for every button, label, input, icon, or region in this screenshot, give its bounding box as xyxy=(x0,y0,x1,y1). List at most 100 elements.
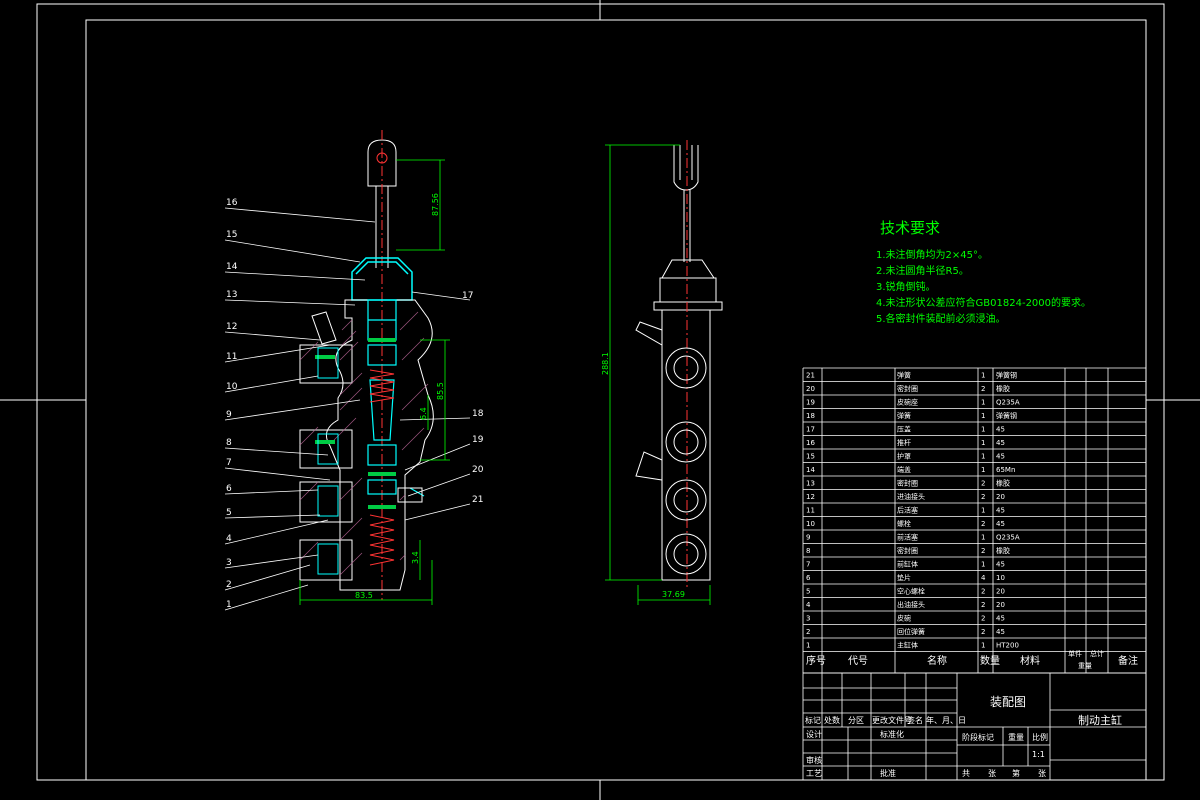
parts-cell: 19 xyxy=(806,399,815,407)
parts-cell: 密封圈 xyxy=(897,384,918,393)
parts-cell: 45 xyxy=(996,426,1005,434)
parts-cell: 橡胶 xyxy=(996,384,1010,393)
hdr-no: 序号 xyxy=(806,654,826,667)
stage-label: 阶段标记 xyxy=(962,732,994,742)
parts-cell: 弹簧 xyxy=(897,411,911,420)
dim-text: 6.4 xyxy=(419,407,428,420)
port-bosses xyxy=(665,347,707,575)
balloon: 11 xyxy=(226,352,237,362)
dim-text: 3.4 xyxy=(411,551,420,564)
parts-cell: 2 xyxy=(981,520,985,528)
parts-cell: 2 xyxy=(981,385,985,393)
parts-cell: 1 xyxy=(981,466,985,474)
parts-cell: 皮碗座 xyxy=(897,398,918,407)
parts-cell: 回位弹簧 xyxy=(897,627,925,636)
parts-cell: 护罩 xyxy=(897,452,911,461)
sheets: 共 xyxy=(962,769,970,778)
parts-cell: 4 xyxy=(806,601,811,609)
parts-cell: 1 xyxy=(981,412,985,420)
parts-cell: 9 xyxy=(806,534,810,542)
hdr-name: 名称 xyxy=(927,654,947,667)
parts-cell: 橡胶 xyxy=(996,546,1010,555)
review-label: 审核 xyxy=(806,755,822,765)
dim-text: 288.1 xyxy=(601,352,610,375)
springs xyxy=(369,369,395,566)
parts-cell: 后活塞 xyxy=(897,506,918,515)
parts-cell: 10 xyxy=(996,574,1005,582)
hdr-material: 材料 xyxy=(1020,654,1040,667)
row-label: 处数 xyxy=(824,715,840,725)
dim-text: 87.56 xyxy=(431,193,440,216)
bore-internals xyxy=(367,299,425,497)
parts-cell: 前活塞 xyxy=(897,533,918,542)
balloon: 6 xyxy=(226,484,232,494)
parts-cell: 65Mn xyxy=(996,466,1015,474)
design-label: 设计 xyxy=(806,729,822,739)
balloon: 20 xyxy=(472,465,484,475)
dim-text: 37.69 xyxy=(662,590,685,599)
weight-label: 重量 xyxy=(1008,732,1024,742)
parts-cell: 垫片 xyxy=(897,573,911,582)
hdr-qty: 数量 xyxy=(980,654,1000,667)
parts-cell: 8 xyxy=(806,547,810,555)
dimension-lines xyxy=(299,159,450,605)
parts-cell: 45 xyxy=(996,453,1005,461)
parts-cell: 弹簧钢 xyxy=(996,411,1017,420)
parts-cell: Q235A xyxy=(996,399,1020,407)
dim-text: 83.5 xyxy=(355,591,373,600)
balloon: 9 xyxy=(226,410,232,420)
balloon: 1 xyxy=(226,600,232,610)
parts-cell: 1 xyxy=(981,642,985,650)
bleed-nipple xyxy=(397,487,423,503)
parts-cell: 16 xyxy=(806,439,815,447)
balloon-labels: 16 15 14 13 12 11 10 9 8 7 6 5 4 3 2 1 1… xyxy=(226,198,484,610)
parts-cell: 18 xyxy=(806,412,815,420)
balloon: 3 xyxy=(226,558,232,568)
parts-cell: 6 xyxy=(806,574,811,582)
tech-item: 1.未注倒角均为2×45°。 xyxy=(876,248,988,261)
balloon: 13 xyxy=(226,290,237,300)
parts-cell: 端盖 xyxy=(897,465,911,474)
parts-cell: 1 xyxy=(806,642,810,650)
parts-cell: 45 xyxy=(996,439,1005,447)
balloon: 5 xyxy=(226,508,232,518)
parts-cell: 20 xyxy=(996,493,1005,501)
tech-item: 5.各密封件装配前必须浸油。 xyxy=(876,312,1006,325)
hdr-weight: 重量 xyxy=(1078,662,1092,670)
boot-side xyxy=(661,259,715,279)
scale-value: 1:1 xyxy=(1032,750,1045,759)
parts-cell: 21 xyxy=(806,372,815,380)
parts-cell: 15 xyxy=(806,453,815,461)
parts-cell: 4 xyxy=(981,574,986,582)
parts-cell: 45 xyxy=(996,561,1005,569)
parts-cell: 13 xyxy=(806,480,815,488)
parts-cell: 主缸体 xyxy=(897,641,918,650)
scale-label: 比例 xyxy=(1032,732,1048,742)
parts-cell: 2 xyxy=(981,615,985,623)
parts-cell: 1 xyxy=(981,561,985,569)
parts-cell: 45 xyxy=(996,628,1005,636)
parts-cell: 出油接头 xyxy=(897,600,925,609)
row-label: 更改文件号 xyxy=(872,715,912,725)
drawing-name: 装配图 xyxy=(990,695,1026,709)
master-cylinder-body xyxy=(299,299,434,591)
balloon: 19 xyxy=(472,435,484,445)
clevis xyxy=(673,145,699,191)
balloon: 7 xyxy=(226,458,232,468)
parts-cell: 45 xyxy=(996,507,1005,515)
balloon: 4 xyxy=(226,534,232,544)
hdr-total: 总计 xyxy=(1090,649,1104,658)
parts-cell: 2 xyxy=(981,480,985,488)
parts-cell: 1 xyxy=(981,439,985,447)
parts-header: 序号 代号 名称 数量 材料 单件 总计 重量 备注 xyxy=(806,649,1138,670)
parts-cell: 20 xyxy=(806,385,815,393)
parts-cell: 螺栓 xyxy=(897,519,911,528)
balloon: 21 xyxy=(472,495,483,505)
balloon: 15 xyxy=(226,230,237,240)
parts-cell: 2 xyxy=(981,588,985,596)
row-label: 签名 xyxy=(907,715,923,725)
balloon: 17 xyxy=(462,291,473,301)
tech-title: 技术要求 xyxy=(880,219,940,237)
